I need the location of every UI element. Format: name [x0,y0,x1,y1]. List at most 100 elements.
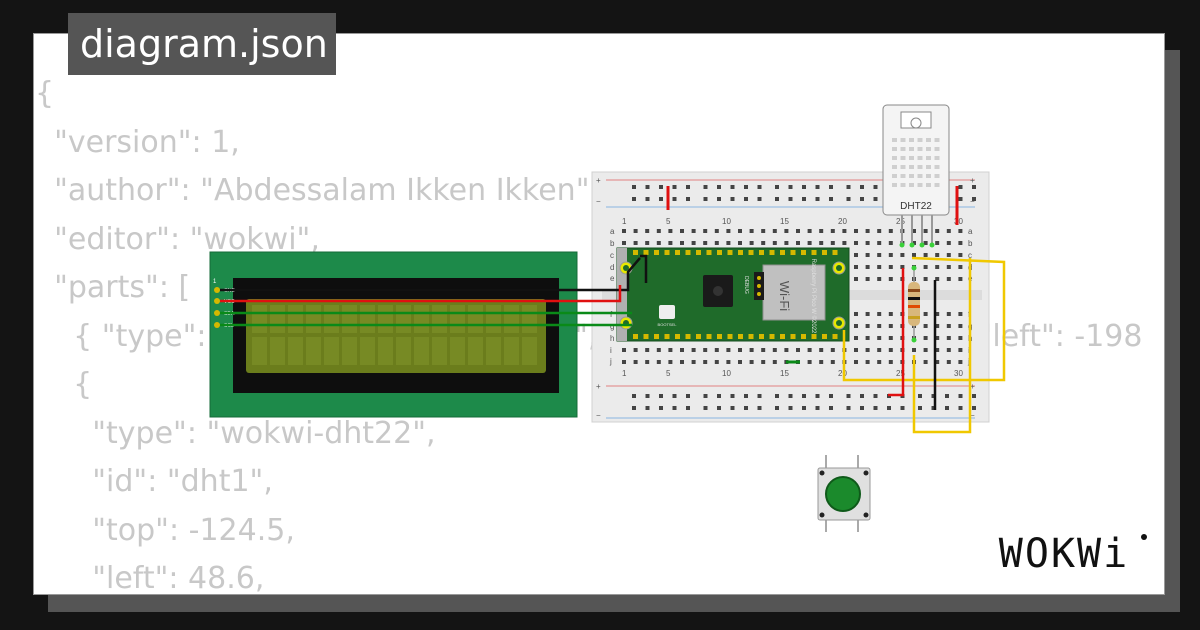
breadboard-hole [923,360,928,364]
pico-pin [654,250,659,255]
lcd-cell [324,337,339,365]
rail-hole [802,394,806,398]
dht22-grill [892,138,940,187]
lcd-cell [450,337,465,365]
push-button[interactable] [817,455,871,532]
pico-pin [633,250,638,255]
breadboard-hole [656,241,661,245]
breadboard-hole [761,360,766,364]
rail-hole [632,406,636,410]
rail-hole [730,197,735,201]
wire-dht-data[interactable] [842,256,1006,382]
lcd-cell [378,337,393,365]
col-label: 1 [622,369,627,378]
breadboard-hole [888,312,893,316]
col-label: 20 [838,217,847,226]
rail-minus-label: − [970,197,975,206]
pico-pin [801,334,806,339]
rail-hole [846,185,851,189]
breadboard-hole [935,336,940,340]
breadboard-hole [900,253,905,257]
breadboard-hole [842,229,847,233]
breadboard-hole [923,336,928,340]
lcd-cell [270,337,285,365]
rail-hole [829,394,833,398]
rail-hole [717,185,721,189]
row-label: i [610,346,612,355]
pico-pin [706,334,712,339]
code-block: { "version": 1, "author": "Abdessalam Ik… [35,70,1142,604]
rail-hole [945,394,949,398]
wire-lcd-gnd-jumper[interactable] [640,254,648,283]
wire-dht-signal[interactable] [912,258,972,434]
pico-pin [727,250,733,255]
rail-hole [659,406,663,410]
breadboard-hole [912,229,916,233]
breadboard-hole [645,241,650,245]
dht22-vent [917,147,923,151]
rail-hole [873,394,878,398]
wokwi-logo[interactable]: WOKWi [978,525,1150,580]
rail-hole [873,406,878,410]
wire-lcd-gnd[interactable] [220,257,641,292]
breadboard-hole [761,229,766,233]
rail-hole [972,394,976,398]
breadboard-hole [749,241,754,245]
lcd-cell [468,305,483,333]
dht22-sensor[interactable]: DHT22 [882,104,950,248]
dht22-vent [900,174,906,178]
rail-hole [846,406,851,410]
breadboard-hole [946,312,951,316]
dht22-vent [909,165,914,169]
lcd-cell [288,305,303,333]
breadboard-hole [958,253,963,257]
breadboard-hole [854,312,858,316]
breadboard-hole [946,277,951,281]
bootsel-button[interactable] [659,305,675,319]
dht22-vent [900,138,906,142]
breadboard-hole [912,253,916,257]
breadboard-hole [888,348,893,352]
dht22-vent [926,138,931,142]
wire-dht-vcc[interactable] [888,268,905,397]
breadboard-hole [935,253,940,257]
pico-pin [811,250,817,255]
breadboard-hole [935,348,940,352]
resistor[interactable] [908,265,920,343]
col-label: 30 [954,369,963,378]
rail-hole [672,394,677,398]
breadboard-hole [935,360,940,364]
lcd-cell [414,337,429,365]
lcd-1602[interactable]: 1 GND VCC SDA SCL [209,251,578,418]
raspberry-pi-pico-w[interactable]: Wi-Fi Raspberry Pi Pico W ©2022 DEBUG BO… [616,247,850,342]
pico-pin [748,334,754,339]
breadboard-hole [691,360,696,364]
rail-hole [958,185,963,189]
rail-hole [860,197,864,201]
breadboard-hole [842,241,847,245]
col-label: 5 [666,217,671,226]
breadboard-hole [958,360,963,364]
lcd-cell [306,337,321,365]
breadboard-hole [923,253,928,257]
lcd-cell [504,337,519,365]
pico-pin [654,334,659,339]
lcd-cell [522,337,537,365]
rail-hole [744,197,748,201]
rail-hole [632,185,636,189]
rail-hole [672,406,677,410]
lcd-cell [396,305,411,333]
lcd-cell [324,305,339,333]
breadboard-hole [796,241,800,245]
breadboard-hole [865,348,870,352]
wire-lcd-vcc[interactable] [220,285,622,303]
breadboard-hole [633,229,638,233]
breadboard-hole [865,324,870,328]
breadboard-hole [796,348,800,352]
breadboard-hole [680,241,684,245]
pico-pin [780,250,785,255]
rail-hole [730,406,735,410]
pico-pin [675,334,680,339]
file-tab[interactable]: diagram.json [68,13,336,75]
col-label: 20 [838,369,847,378]
